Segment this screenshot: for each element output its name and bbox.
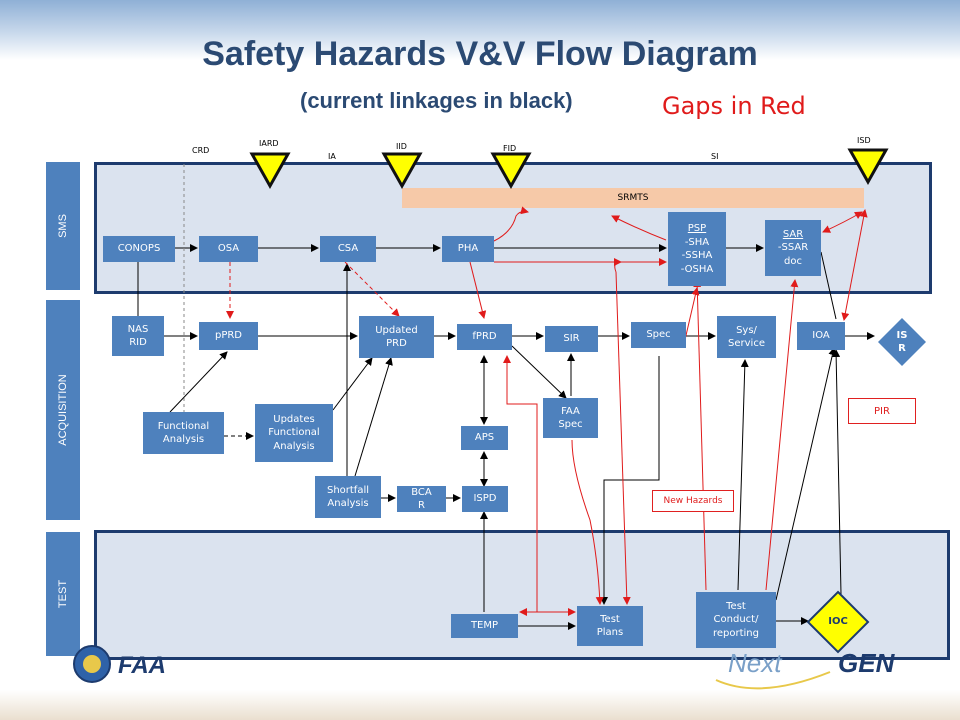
arrow-faaspec-testplans (571, 439, 604, 605)
node-pir: PIR (848, 398, 916, 424)
arrow-ioc-ioa (832, 349, 842, 595)
node-ioc: IOC (828, 616, 848, 628)
gaps-note: Gaps in Red (662, 92, 806, 120)
node-conops: CONOPS (103, 236, 175, 262)
node-bcar: BCA R (397, 486, 446, 512)
milestone-label-iard: IARD (259, 139, 279, 148)
arrow-pha-srmts (493, 206, 529, 242)
milestone-label-ia: IA (328, 152, 336, 161)
milestone-label-fid: FID (503, 144, 517, 153)
arrow-testconduct-sar (765, 279, 799, 591)
arrow-srmts-ioa (841, 209, 868, 321)
page-subtitle: (current linkages in black) (300, 88, 573, 113)
node-psp-title: PSP (687, 223, 707, 234)
node-shortfall-analysis: Shortfall Analysis (315, 476, 381, 518)
milestone-iid-marker (381, 152, 423, 190)
node-psp: PSP -SHA -SSHA -OSHA (668, 212, 726, 286)
page-title: Safety Hazards V&V Flow Diagram (202, 35, 758, 73)
arrow-ufa-updatedprd (332, 357, 373, 411)
faa-logo-text: FAA (118, 652, 166, 679)
nextgen-logo-next: Next (728, 648, 782, 678)
node-new-hazards: New Hazards (652, 490, 734, 512)
node-psp-body: -SHA -SSHA -OSHA (680, 236, 714, 275)
arrow-fprd-faaspec (511, 345, 567, 399)
node-functional-analysis: Functional Analysis (143, 412, 224, 454)
header-band (0, 0, 960, 60)
arrow-csa-updatedprd (344, 261, 400, 317)
lane-label-sms: SMS (46, 162, 80, 290)
arrow-sar-srmts (822, 211, 863, 233)
node-isr: IS R (896, 329, 908, 355)
milestone-label-isd: ISD (857, 136, 871, 145)
srmts-bar: SRMTS (402, 188, 864, 208)
node-pha: PHA (442, 236, 494, 262)
milestone-fid-marker (490, 152, 532, 190)
arrow-pha-fprd (469, 261, 487, 319)
arrow-fprd-testplans (503, 355, 576, 616)
node-osa: OSA (199, 236, 258, 262)
line-sar-ioa (820, 251, 837, 320)
arrow-fa-pprd (169, 351, 228, 413)
node-updates-functional-analysis: Updates Functional Analysis (255, 404, 333, 462)
arrow-testconduct-sys (737, 359, 749, 591)
footer-band (0, 690, 960, 720)
milestone-isd-marker (847, 148, 889, 186)
node-aps: APS (461, 426, 508, 450)
node-sar-body: -SSAR doc (777, 242, 809, 267)
nextgen-swoosh-icon (715, 671, 831, 690)
nextgen-logo-gen: GEN (838, 648, 895, 678)
isr-diamond (878, 318, 926, 366)
node-fprd: fPRD (457, 324, 512, 350)
node-sar-title: SAR (782, 228, 804, 240)
node-test-conduct: Test Conduct/ reporting (696, 592, 776, 648)
arrow-psp-srmts (611, 215, 667, 241)
milestone-label-crd: CRD (192, 146, 210, 155)
arrow-psp-testplans (615, 271, 631, 605)
milestone-label-si: SI (711, 152, 719, 161)
node-spec: Spec (631, 322, 686, 348)
node-faa-spec: FAA Spec (543, 398, 598, 438)
node-sys-service: Sys/ Service (717, 316, 776, 358)
arrow-psp-back (613, 258, 622, 273)
node-sar: SAR -SSAR doc (765, 220, 821, 276)
node-sir: SIR (545, 326, 598, 352)
node-nas-rid: NAS RID (112, 316, 164, 356)
milestone-label-iid: IID (396, 142, 407, 151)
node-pprd: pPRD (199, 322, 258, 350)
lane-label-acquisition: ACQUISITION (46, 300, 80, 520)
node-ispd: ISPD (462, 486, 508, 512)
milestone-iard-marker (249, 152, 291, 190)
arrow-spec-testplans (600, 356, 660, 605)
node-ioa: IOA (797, 322, 845, 350)
arrow-shortfall-updatedprd (354, 357, 393, 477)
lane-label-test: TEST (46, 532, 80, 656)
node-test-plans: Test Plans (577, 606, 643, 646)
node-temp: TEMP (451, 614, 518, 638)
ioc-diamond (806, 590, 870, 654)
arrow-testconduct-ioa (775, 347, 837, 601)
node-csa: CSA (320, 236, 376, 262)
arrow-testconduct-psp (693, 279, 707, 591)
faa-seal-center-icon (83, 655, 101, 673)
node-updated-prd: Updated PRD (359, 316, 434, 358)
